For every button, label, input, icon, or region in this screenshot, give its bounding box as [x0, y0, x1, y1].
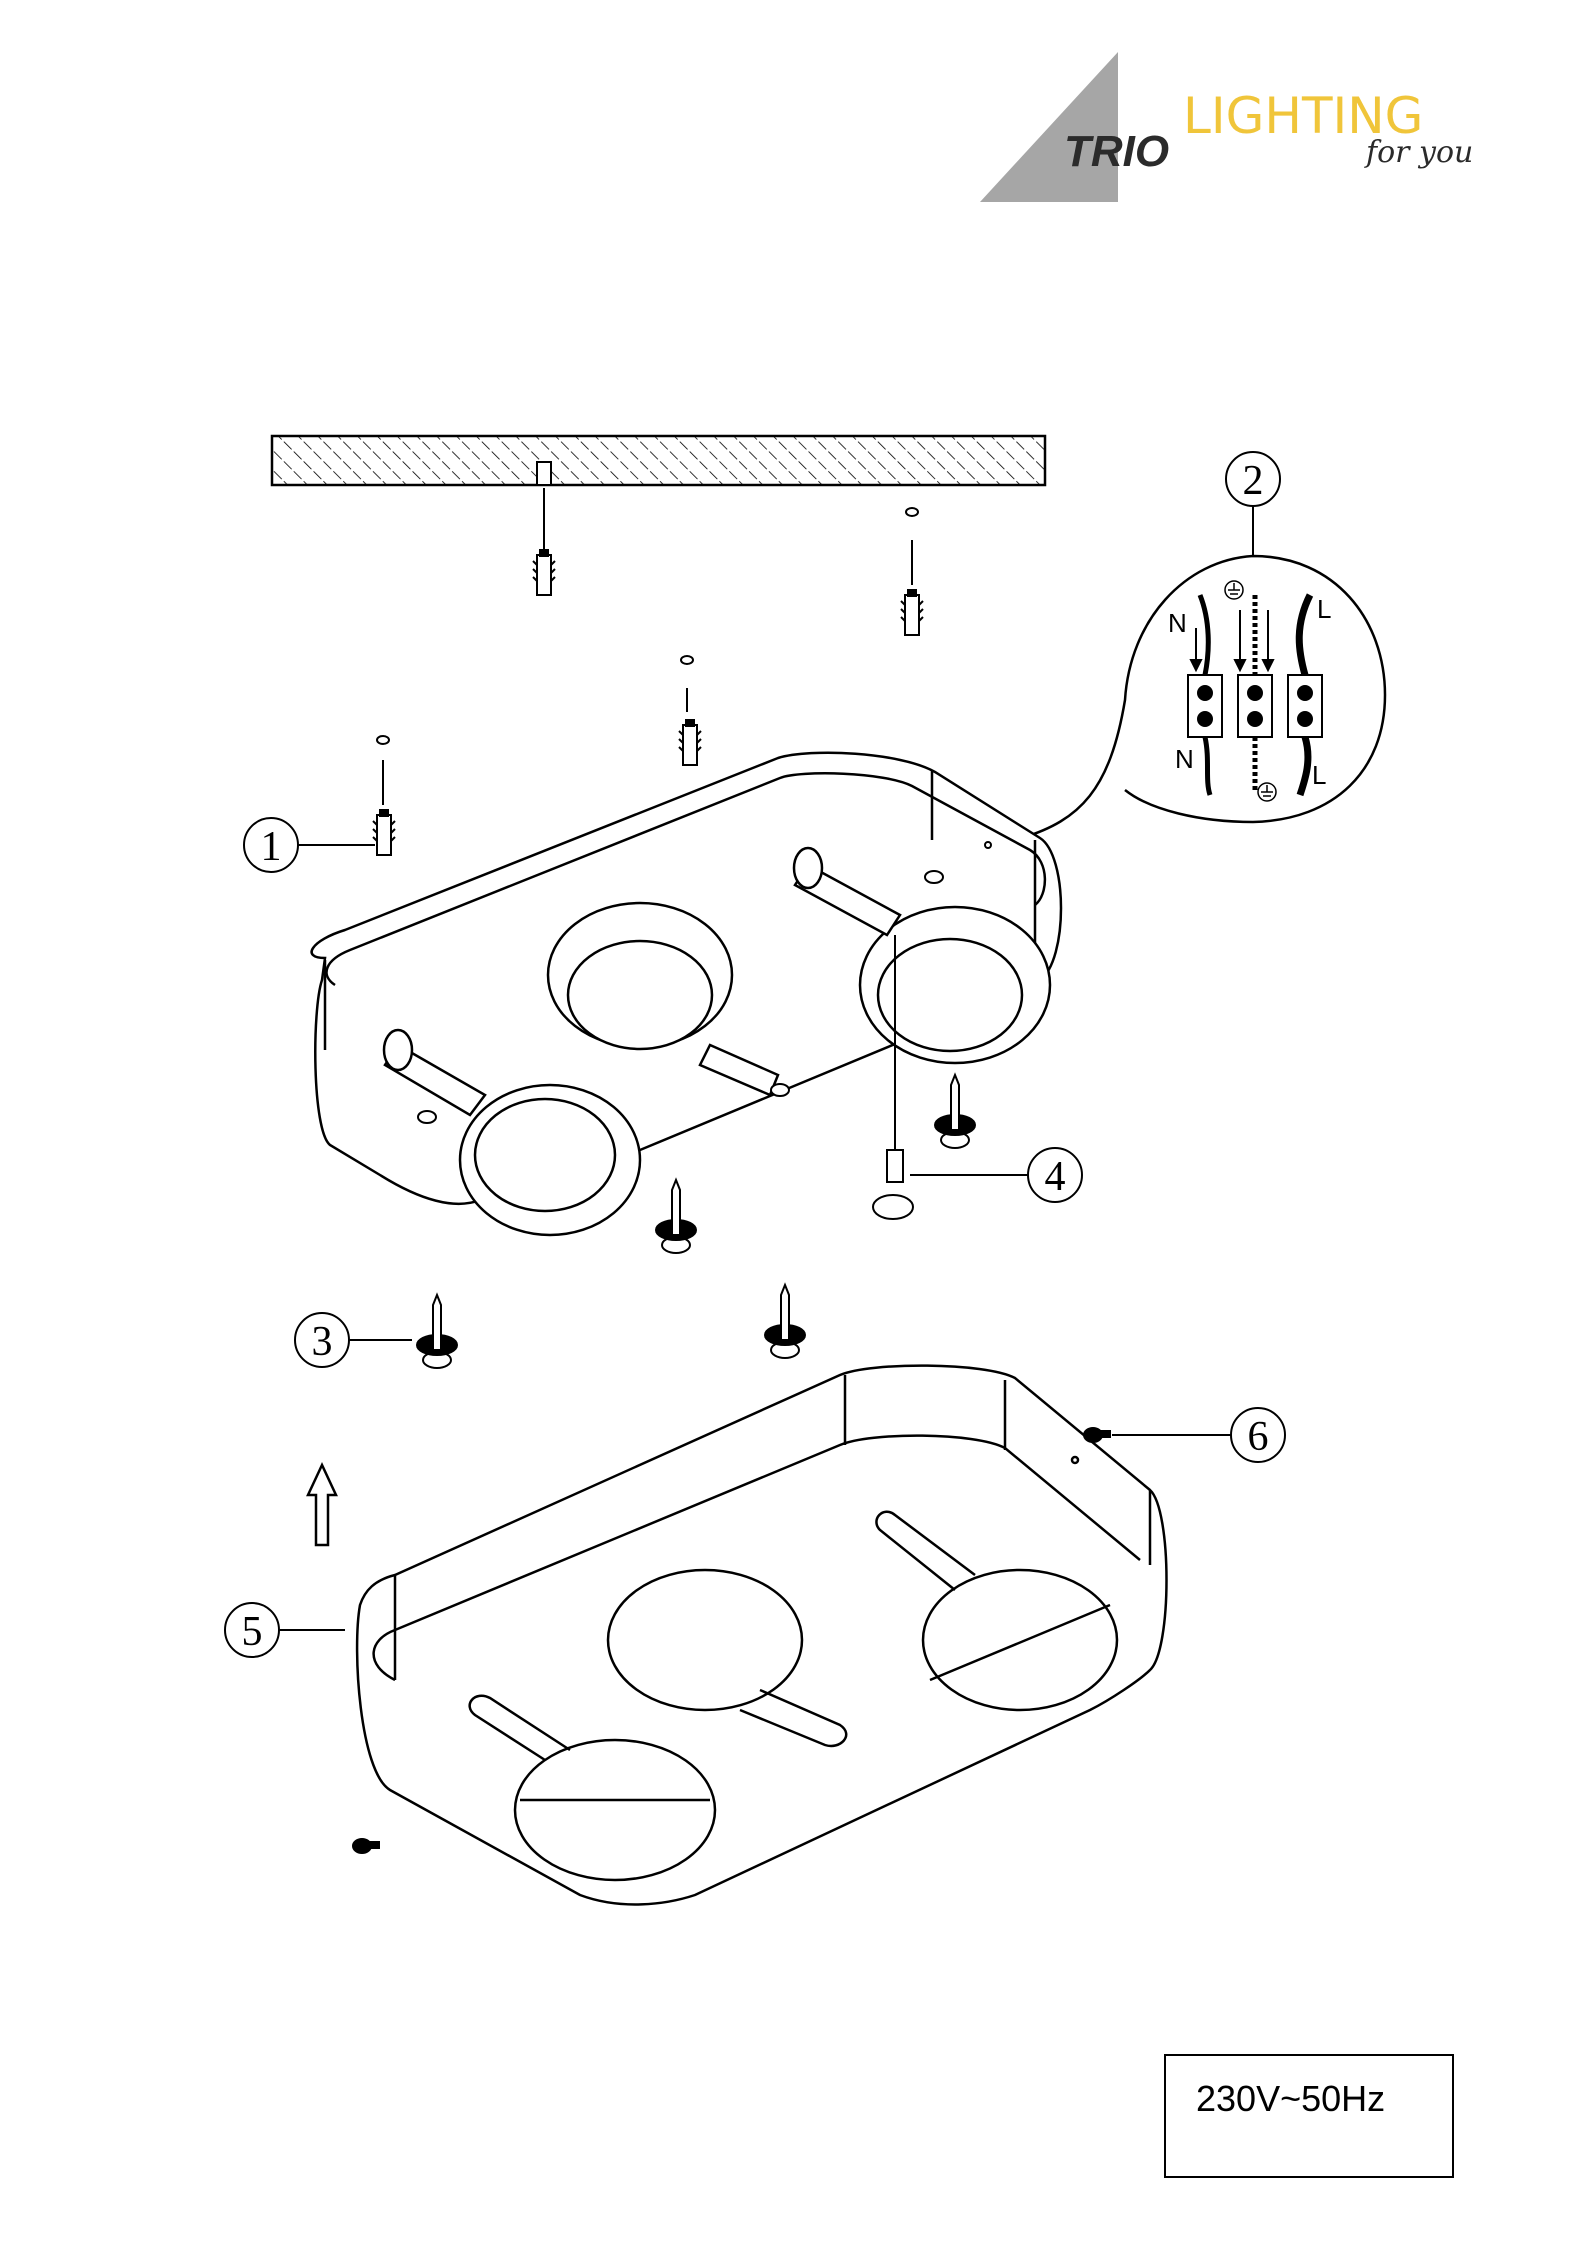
wire-label-live-bottom: L [1312, 760, 1326, 790]
callout-4: 4 [910, 1148, 1082, 1202]
earth-icon [1258, 783, 1276, 801]
wall-plug [901, 589, 923, 635]
wall-plug [679, 719, 701, 765]
screw-with-washer [935, 1075, 975, 1148]
wall-plug [533, 549, 555, 595]
callout-5: 5 [225, 1603, 345, 1657]
svg-text:6: 6 [1248, 1414, 1269, 1460]
callout-1: 1 [244, 818, 375, 872]
callout-6: 6 [1112, 1408, 1285, 1462]
terminal-block [1188, 675, 1322, 737]
svg-text:1: 1 [261, 824, 282, 870]
earth-icon [1225, 581, 1243, 599]
screw-with-washer [765, 1285, 805, 1358]
callout-3: 3 [295, 1313, 412, 1367]
cover-plate [357, 1366, 1166, 1905]
wall-plug [373, 809, 395, 855]
wire-label-neutral-top: N [1168, 608, 1187, 638]
spotlight [460, 1085, 640, 1235]
voltage-rating: 230V~50Hz [1196, 2078, 1385, 2120]
callout-2: 2 [1226, 452, 1280, 556]
screw-with-washer [656, 1180, 696, 1253]
spotlight [548, 903, 732, 1049]
small-screw [353, 1839, 379, 1853]
wire-label-neutral-bottom: N [1175, 744, 1194, 774]
svg-text:4: 4 [1045, 1154, 1066, 1200]
small-screw [1084, 1428, 1110, 1442]
svg-text:5: 5 [242, 1609, 263, 1655]
rating-box: 230V~50Hz [1164, 2054, 1454, 2178]
svg-text:3: 3 [312, 1319, 333, 1365]
arrow-up-icon [308, 1465, 336, 1545]
ceiling [272, 436, 1045, 550]
wire-label-live-top: L [1317, 594, 1331, 624]
ceiling-drill-hole [537, 462, 551, 485]
logo-brand: TRIO [1064, 127, 1169, 176]
screw-with-washer [417, 1295, 457, 1368]
trio-logo: TRIO LIGHTING for you [980, 52, 1473, 202]
logo-tagline: for you [1364, 135, 1473, 170]
wiring-detail-bubble: N L N L [1022, 556, 1385, 838]
svg-text:2: 2 [1243, 458, 1264, 504]
